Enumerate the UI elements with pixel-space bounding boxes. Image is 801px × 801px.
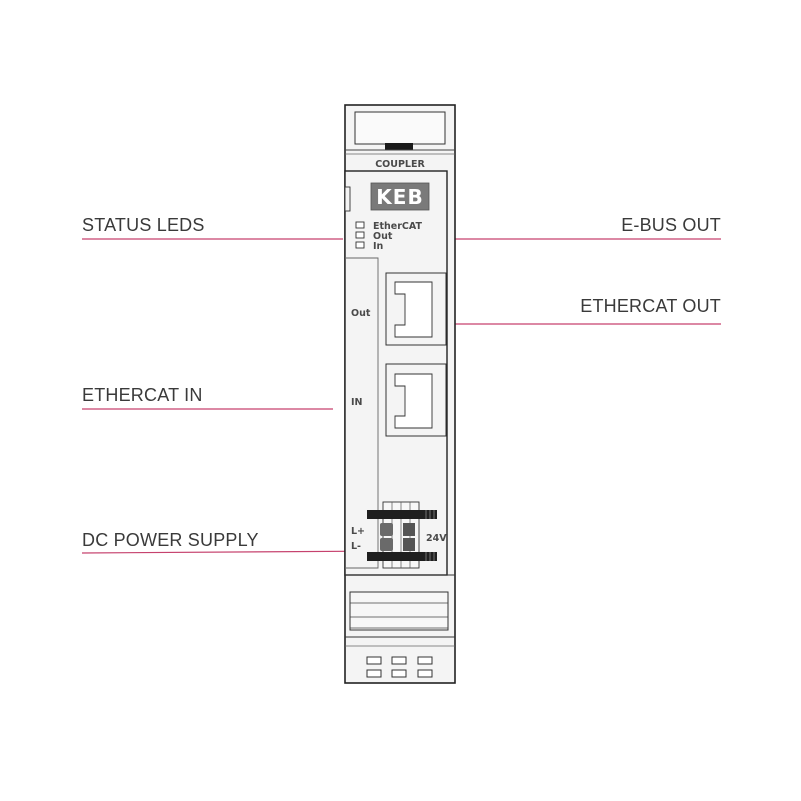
leader-lines (81, 238, 721, 554)
led-label-ethercat: EtherCAT (373, 221, 423, 232)
coupler-label: COUPLER (375, 159, 425, 170)
ethercat-in-port (385, 363, 447, 437)
ethercat-out-port (385, 272, 447, 346)
callout-dc-power: DC POWER SUPPLY (82, 530, 259, 550)
status-leds: EtherCAT Out In (355, 221, 423, 252)
callout-ethercat-in: ETHERCAT IN (82, 385, 203, 405)
vent-slots (366, 656, 433, 678)
voltage-label: 24V (426, 533, 447, 544)
port-in-label: IN (351, 397, 363, 408)
led-out (355, 231, 365, 239)
power-minus-label: L- (351, 541, 361, 552)
port-out-label: Out (351, 308, 371, 319)
callout-ethercat-out: ETHERCAT OUT (580, 296, 721, 316)
callout-status-leds: STATUS LEDS (82, 215, 205, 235)
power-plus-label: L+ (351, 526, 365, 537)
keb-logo-box (370, 182, 430, 211)
keb-logo-text: KEB (376, 185, 423, 209)
left-notch (344, 186, 351, 212)
inner-left-section (345, 257, 379, 569)
callout-ebus-out: E-BUS OUT (621, 215, 721, 235)
top-label-window (354, 111, 446, 145)
led-label-out: Out (373, 231, 393, 242)
power-connector: L+ L- 24V (351, 501, 447, 569)
bottom-slot-block (349, 591, 449, 631)
leader-dc-power (81, 550, 393, 554)
led-label-in: In (373, 241, 384, 252)
top-latch (385, 143, 413, 150)
led-ethercat (355, 221, 365, 229)
led-in (355, 241, 365, 249)
